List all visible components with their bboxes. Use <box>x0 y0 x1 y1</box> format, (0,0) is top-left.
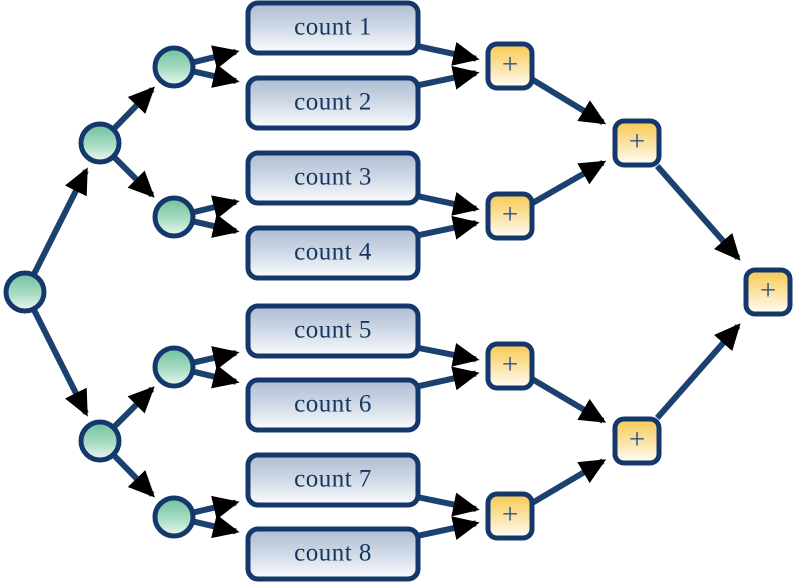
count-box-shape <box>245 526 421 582</box>
edge-root-to-split-upper <box>31 167 89 276</box>
split-node-circle <box>78 121 122 165</box>
edge-count-3-to-adder-2 <box>418 192 480 216</box>
count-box-shape <box>245 0 421 56</box>
adder-node-5[interactable]: + <box>612 118 662 168</box>
edge-count-7-to-adder-4 <box>418 492 480 517</box>
count-box-shape <box>245 452 421 508</box>
count-box-label: count 8 <box>294 540 372 567</box>
adder-node-shape <box>485 191 535 241</box>
edge-count-1-to-adder-1 <box>418 42 480 66</box>
split-node-upper-2[interactable] <box>152 195 196 239</box>
split-node-upper[interactable] <box>78 121 122 165</box>
edge-to-count-1 <box>192 45 240 69</box>
edge-split-upper-to-2 <box>112 155 155 198</box>
count-box-label: count 7 <box>294 466 372 493</box>
edge-split-lower-to-1 <box>112 386 155 429</box>
edge-adder-5-to-root-adder <box>654 164 741 261</box>
adder-node-4[interactable]: + <box>485 491 535 541</box>
plus-icon: + <box>629 126 645 158</box>
edge-count-5-to-adder-3 <box>418 342 480 367</box>
edge-layer <box>31 42 741 540</box>
split-node-circle <box>152 195 196 239</box>
split-node-lower[interactable] <box>78 419 122 463</box>
count-box-shape <box>245 303 421 359</box>
root-split-node[interactable] <box>3 270 47 314</box>
split-node-circle <box>152 495 196 539</box>
edge-count-2-to-adder-1 <box>418 65 480 90</box>
count-box-shape <box>245 75 421 131</box>
adder-node-6[interactable]: + <box>612 416 662 466</box>
count-box-shape <box>245 377 421 433</box>
count-box-label: count 3 <box>294 164 372 191</box>
count-box[interactable]: count 8 <box>245 526 421 582</box>
edge-count-4-to-adder-2 <box>418 215 480 240</box>
plus-icon: + <box>760 275 776 307</box>
count-box-shape <box>245 225 421 281</box>
plus-icon: + <box>629 424 645 456</box>
count-box-label: count 1 <box>294 14 372 41</box>
split-node-lower-1[interactable] <box>152 345 196 389</box>
plus-icon: + <box>502 199 518 231</box>
edge-to-count-7 <box>192 495 240 520</box>
edge-to-count-6 <box>192 364 240 389</box>
split-node-lower-2[interactable] <box>152 495 196 539</box>
adder-node-shape <box>743 267 793 317</box>
count-box[interactable]: count 3 <box>245 150 421 206</box>
adder-node-shape <box>612 118 662 168</box>
count-box-label: count 4 <box>294 239 372 266</box>
edge-count-8-to-adder-4 <box>418 516 480 540</box>
adder-node-shape <box>485 491 535 541</box>
count-box[interactable]: count 1 <box>245 0 421 56</box>
count-box[interactable]: count 5 <box>245 303 421 359</box>
count-box-label: count 6 <box>294 391 372 418</box>
edge-to-count-8 <box>192 514 240 539</box>
edge-split-upper-to-1 <box>111 86 155 131</box>
count-box[interactable]: count 2 <box>245 75 421 131</box>
count-box-label: count 5 <box>294 317 372 344</box>
edge-adder-2-to-adder-5 <box>531 159 607 206</box>
node-layer: count 1 count 2 count 3 count 4 count 5 count… <box>3 0 793 582</box>
adder-node-3[interactable]: + <box>485 341 535 391</box>
count-box[interactable]: count 4 <box>245 225 421 281</box>
edge-to-count-4 <box>192 214 240 238</box>
edge-adder-3-to-adder-6 <box>531 376 607 424</box>
edge-root-to-split-lower <box>31 308 89 417</box>
edge-adder-4-to-adder-6 <box>531 458 607 506</box>
count-box[interactable]: count 7 <box>245 452 421 508</box>
plus-icon: + <box>502 349 518 381</box>
edge-to-count-3 <box>192 195 240 219</box>
adder-node-1[interactable]: + <box>485 41 535 91</box>
edge-adder-6-to-root-adder <box>654 323 741 420</box>
edge-to-count-5 <box>192 346 240 370</box>
edge-adder-1-to-adder-5 <box>531 77 607 125</box>
edge-to-count-2 <box>192 64 240 88</box>
count-box-label: count 2 <box>294 89 372 116</box>
plus-icon: + <box>502 499 518 531</box>
adder-node-shape <box>612 416 662 466</box>
count-box-shape <box>245 150 421 206</box>
plus-icon: + <box>502 49 518 81</box>
split-node-circle <box>78 419 122 463</box>
edge-count-6-to-adder-3 <box>418 366 480 391</box>
edge-split-lower-to-2 <box>111 453 155 498</box>
adder-node-shape <box>485 41 535 91</box>
count-box[interactable]: count 6 <box>245 377 421 433</box>
adder-node-2[interactable]: + <box>485 191 535 241</box>
split-node-circle <box>152 345 196 389</box>
adder-node-shape <box>485 341 535 391</box>
split-node-circle <box>152 45 196 89</box>
split-node-upper-1[interactable] <box>152 45 196 89</box>
adder-node-root[interactable]: + <box>743 267 793 317</box>
split-node-circle <box>3 270 47 314</box>
